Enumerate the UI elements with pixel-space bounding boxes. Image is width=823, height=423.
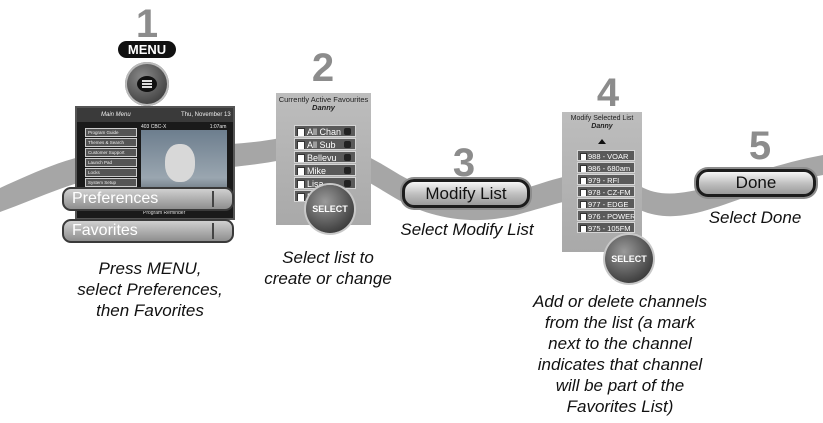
step-4-caption: Add or delete channels from the list (a …: [505, 291, 735, 417]
tv-menu-item[interactable]: Customer Support: [85, 148, 137, 157]
caption-line: Select Done: [708, 208, 802, 227]
row-label: 976 - POWER: [588, 212, 635, 221]
caption-line: from the list (a mark: [544, 313, 696, 332]
row-label: 978 - CZ-FM: [588, 188, 631, 197]
tv-date: Thu, November 13: [181, 112, 231, 118]
select-remote-button[interactable]: SELECT: [605, 235, 653, 283]
tv-time: 1:07am: [209, 124, 227, 130]
divider: [212, 191, 214, 207]
done-button[interactable]: Done: [696, 169, 816, 197]
favourite-list-row[interactable]: All Chan: [294, 125, 356, 137]
channel-row[interactable]: 986 - 680am: [577, 162, 635, 173]
list-icon: [344, 141, 351, 148]
tv-menu-item[interactable]: Themes & Search: [85, 138, 137, 147]
caption-line: Add or delete channels: [533, 292, 707, 311]
caption-line: Favorites List): [566, 397, 674, 416]
step-1-caption: Press MENU, select Preferences, then Fav…: [50, 258, 250, 321]
tv-menu-item[interactable]: System Setup: [85, 178, 137, 187]
step-3-caption: Select Modify List: [382, 219, 552, 240]
panel-title: Currently Active Favourites: [278, 95, 369, 104]
step-2-caption: Select list to create or change: [238, 247, 418, 289]
panel-title: Modify Selected List: [570, 115, 634, 122]
menu-lines-icon: [137, 76, 157, 92]
step-5-number: 5: [748, 124, 772, 168]
tv-header: Main Menu Thu, November 13: [77, 108, 233, 122]
caption-line: next to the channel: [548, 334, 692, 353]
checkbox-icon: [297, 193, 305, 201]
checkbox-icon: [580, 213, 587, 220]
checkbox-icon: [297, 128, 305, 136]
channel-row[interactable]: 979 - RFI: [577, 174, 635, 185]
list-icon: [344, 167, 351, 174]
step-3-number: 3: [452, 141, 476, 185]
list-icon: [344, 128, 351, 135]
caption-line: Press MENU,: [98, 259, 202, 278]
tv-channel: 403 CBC-X 1:07am: [141, 124, 226, 130]
row-label: Bellevu: [307, 153, 337, 163]
step-2-number: 2: [311, 46, 335, 90]
checkbox-icon: [580, 165, 587, 172]
checkbox-icon: [580, 201, 587, 208]
row-label: 979 - RFI: [588, 176, 620, 185]
tv-menu-item[interactable]: Program Guide: [85, 128, 137, 137]
panel-subtitle: Danny: [591, 123, 613, 130]
tv-menu-title: Main Menu: [101, 112, 131, 118]
step-4-number: 4: [596, 71, 620, 115]
checkbox-icon: [580, 153, 587, 160]
row-label: 986 - 680am: [588, 164, 631, 173]
select-remote-button[interactable]: SELECT: [306, 185, 354, 233]
tv-menu-item[interactable]: Launch Pad: [85, 158, 137, 167]
favourite-list-row[interactable]: All Sub: [294, 138, 356, 150]
caption-line: then Favorites: [96, 301, 204, 320]
tv-menu-item[interactable]: Locks: [85, 168, 137, 177]
modify-selected-list-panel: Modify Selected List Danny 988 - VOAR 98…: [562, 112, 642, 252]
step-1-number: 1: [135, 2, 159, 46]
modify-list-button[interactable]: Modify List: [402, 179, 530, 208]
caption-line: Select Modify List: [400, 220, 534, 239]
caption-line: select Preferences,: [77, 280, 223, 299]
list-icon: [344, 180, 351, 187]
row-label: All Sub: [307, 140, 336, 150]
checkbox-icon: [297, 154, 305, 162]
tv-channel-text: 403 CBC-X: [141, 124, 167, 130]
row-label: 975 - 105FM: [588, 224, 631, 233]
checkbox-icon: [297, 141, 305, 149]
checkbox-icon: [580, 177, 587, 184]
divider: [212, 223, 214, 239]
channel-row[interactable]: 977 - EDGE: [577, 198, 635, 209]
menu-key[interactable]: MENU: [118, 41, 176, 58]
caption-line: indicates that channel: [537, 355, 703, 374]
caption-line: will be part of the: [555, 376, 685, 395]
cartoon-character-image: [165, 144, 195, 182]
caption-line: Select list to: [282, 248, 374, 267]
preferences-button[interactable]: Preferences: [62, 187, 234, 211]
favorites-button-label: Favorites: [72, 222, 138, 239]
menu-remote-button[interactable]: [125, 62, 169, 106]
panel-subtitle: Danny: [312, 103, 335, 112]
channel-row[interactable]: 978 - CZ-FM: [577, 186, 635, 197]
row-label: 977 - EDGE: [588, 200, 629, 209]
caption-line: create or change: [264, 269, 392, 288]
step-5-caption: Select Done: [690, 207, 820, 228]
checkbox-icon: [297, 180, 305, 188]
row-label: 988 - VOAR: [588, 152, 629, 161]
favourite-list-row[interactable]: Mike: [294, 164, 356, 176]
row-label: Mike: [307, 166, 327, 176]
row-label: All Chan: [307, 127, 342, 137]
preferences-button-label: Preferences: [72, 190, 159, 207]
checkbox-icon: [297, 167, 305, 175]
channel-row[interactable]: 975 - 105FM: [577, 222, 635, 233]
favorites-button[interactable]: Favorites: [62, 219, 234, 243]
list-icon: [344, 154, 351, 161]
channel-row[interactable]: 976 - POWER: [577, 210, 635, 221]
checkbox-icon: [580, 189, 587, 196]
channel-row[interactable]: 988 - VOAR: [577, 150, 635, 161]
tv-main-menu-screen: Main Menu Thu, November 13 Program Guide…: [75, 106, 235, 220]
tv-footer: Program Reminder: [143, 210, 186, 216]
favourite-list-row[interactable]: Bellevu: [294, 151, 356, 163]
row-label: Lisa: [307, 179, 324, 189]
scroll-up-arrow-icon[interactable]: [598, 139, 606, 144]
checkbox-icon: [580, 225, 587, 232]
